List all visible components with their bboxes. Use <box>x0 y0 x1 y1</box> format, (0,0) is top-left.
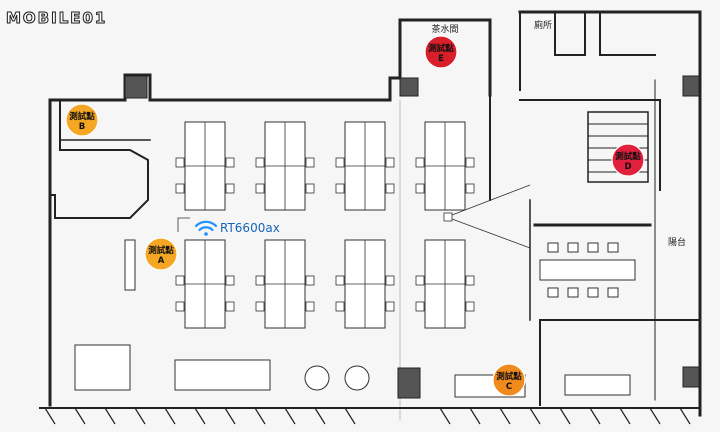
test-point-letter: B <box>79 122 85 132</box>
restroom-label: 廁所 <box>534 19 552 31</box>
desk-cluster <box>255 121 315 211</box>
desk-clusters <box>175 121 475 329</box>
test-point-title: 測試點 <box>496 371 522 382</box>
test-point-letter: E <box>438 54 444 64</box>
test-point-title: 測試點 <box>615 151 641 162</box>
test-point-letter: D <box>624 162 631 172</box>
wifi-icon <box>194 220 218 236</box>
mobile01-watermark: MOBILE01 <box>5 4 108 32</box>
lounge-furniture <box>74 239 631 398</box>
balcony-label: 陽台 <box>668 236 686 248</box>
desk-cluster <box>335 121 395 211</box>
test-point-title: 測試點 <box>428 43 454 54</box>
desk-cluster <box>335 239 395 329</box>
tea-room-label: 茶水間 <box>431 23 458 35</box>
test-point-title: 測試點 <box>69 111 95 122</box>
desk-cluster <box>415 121 475 211</box>
router-marker: RT6600ax <box>194 220 280 236</box>
ap-ceiling-link <box>177 184 531 249</box>
desk-cluster <box>255 239 315 329</box>
meeting-table <box>539 242 636 298</box>
columns <box>124 75 700 399</box>
test-point-letter: A <box>158 256 165 266</box>
desk-cluster <box>175 239 235 329</box>
test-point-title: 測試點 <box>148 245 174 256</box>
desk-cluster <box>415 239 475 329</box>
desk-cluster <box>175 121 235 211</box>
test-point-letter: C <box>506 382 512 392</box>
router-label: RT6600ax <box>220 221 280 235</box>
walls <box>39 10 702 421</box>
window-markers <box>44 407 691 425</box>
watermark-text: MOBILE01 <box>5 9 108 28</box>
